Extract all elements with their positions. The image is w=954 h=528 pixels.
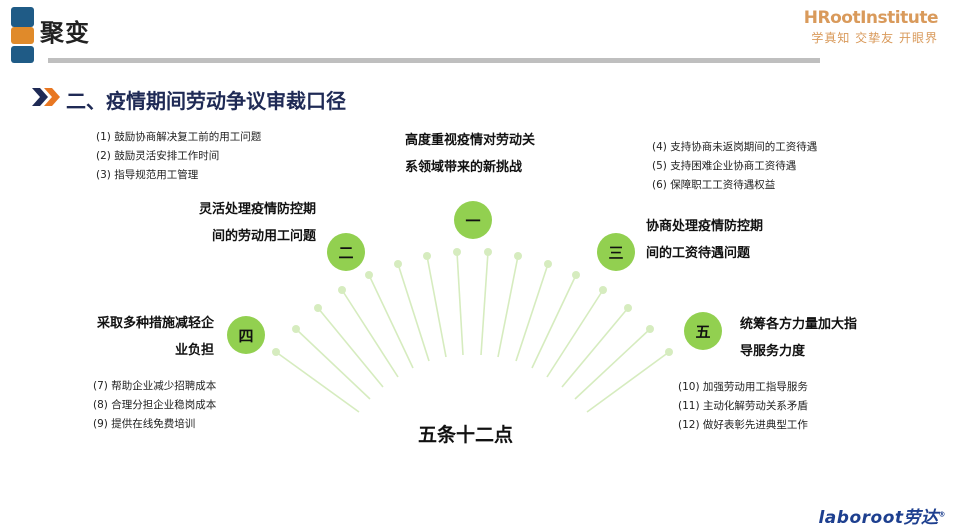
point-2-topic-line-2: 间的劳动用工问题	[211, 229, 316, 244]
partner-logo-name: HRootInstitute	[803, 8, 939, 28]
point-5-badge: 五	[684, 312, 722, 350]
point-4-items: (7) 帮助企业减少招聘成本 (8) 合理分担企业稳岗成本 (9) 提供在线免费…	[93, 377, 216, 434]
section-title: 二、疫情期间劳动争议审裁口径	[66, 89, 346, 113]
list-item: (3) 指导规范用工管理	[96, 169, 199, 181]
list-item: (10) 加强劳动用工指导服务	[678, 381, 808, 393]
list-item: (9) 提供在线免费培训	[93, 418, 196, 430]
center-caption: 五条十二点	[418, 424, 514, 446]
point-1-badge: 一	[454, 201, 492, 239]
partner-logo: HRootInstitute 学真知 交挚友 开眼界	[803, 8, 939, 46]
point-2-badge: 二	[327, 233, 365, 271]
list-item: (2) 鼓励灵活安排工作时间	[96, 150, 220, 162]
list-item: (1) 鼓励协商解决复工前的用工问题	[96, 131, 262, 143]
point-4-topic: 采取多种措施减轻企 业负担	[80, 310, 214, 364]
footer-logo: laboroot劳达®	[818, 503, 946, 528]
footer-logo-text: laboroot劳达	[818, 508, 939, 528]
list-item: (6) 保障职工工资待遇权益	[652, 179, 776, 191]
list-item: (7) 帮助企业减少招聘成本	[93, 380, 217, 392]
point-5-items: (10) 加强劳动用工指导服务 (11) 主动化解劳动关系矛盾 (12) 做好表…	[678, 378, 808, 435]
list-item: (8) 合理分担企业稳岗成本	[93, 399, 217, 411]
point-5-topic: 统筹各方力量加大指 导服务力度	[740, 311, 857, 365]
partner-logo-slogan: 学真知 交挚友 开眼界	[811, 31, 938, 45]
logo-block-bottom	[11, 46, 34, 63]
point-5-topic-line-2: 导服务力度	[740, 344, 806, 359]
point-5-topic-line-1: 统筹各方力量加大指	[740, 317, 858, 332]
point-4-topic-line-1: 采取多种措施减轻企	[96, 316, 214, 331]
list-item: (5) 支持困难企业协商工资待遇	[652, 160, 797, 172]
point-3-badge: 三	[597, 233, 635, 271]
point-3-topic-line-1: 协商处理疫情防控期	[646, 219, 764, 234]
point-2-items: (1) 鼓励协商解决复工前的用工问题 (2) 鼓励灵活安排工作时间 (3) 指导…	[96, 128, 261, 185]
double-chevron-icon	[32, 88, 60, 106]
list-item: (11) 主动化解劳动关系矛盾	[678, 400, 808, 412]
point-2-topic: 灵活处理疫情防控期 间的劳动用工问题	[170, 196, 316, 250]
point-1-topic-line-1: 高度重视疫情对劳动关	[405, 133, 536, 148]
logo-block-top	[11, 7, 34, 27]
point-1-topic-line-2: 系领域带来的新挑战	[405, 160, 523, 175]
point-4-topic-line-2: 业负担	[174, 343, 214, 358]
logo-block-middle	[11, 27, 34, 44]
point-2-topic-line-1: 灵活处理疫情防控期	[198, 202, 316, 217]
list-item: (12) 做好表彰先进典型工作	[678, 419, 808, 431]
point-3-items: (4) 支持协商未返岗期间的工资待遇 (5) 支持困难企业协商工资待遇 (6) …	[652, 138, 817, 195]
header-divider	[48, 58, 820, 63]
list-item: (4) 支持协商未返岗期间的工资待遇	[652, 141, 818, 153]
point-3-topic-line-2: 间的工资待遇问题	[646, 246, 751, 261]
registered-mark: ®	[938, 510, 946, 519]
brand-title: 聚变	[40, 19, 90, 47]
point-1-topic: 高度重视疫情对劳动关 系领域带来的新挑战	[405, 127, 535, 181]
point-4-badge: 四	[227, 316, 265, 354]
point-3-topic: 协商处理疫情防控期 间的工资待遇问题	[646, 213, 763, 267]
